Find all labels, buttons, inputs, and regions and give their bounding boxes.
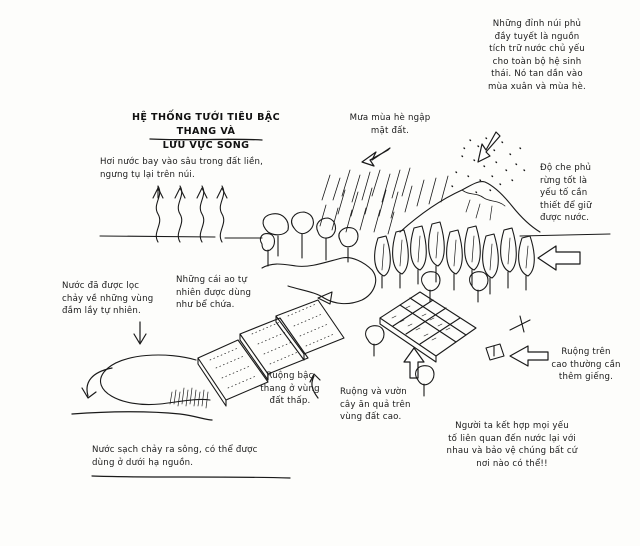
- label-terraces-line-3: đất thấp.: [269, 396, 311, 406]
- mountain: [399, 181, 541, 233]
- title-underline: [149, 138, 263, 141]
- river-marsh: [71, 354, 213, 421]
- label-evaporation-line-1: Hơi nước bay vào sâu trong đất liền,: [100, 157, 264, 167]
- label-clean-water-line-1: Nước sạch chảy ra sông, có thể được: [92, 445, 258, 455]
- label-combine-elements: Người ta kết hợp mọi yếu tố liên quan đế…: [420, 420, 604, 470]
- evaporation-arrows: [152, 185, 228, 243]
- label-snow-peaks-line-6: mùa xuân và mùa hè.: [488, 81, 586, 92]
- label-forest-cover-line-4: thiết để giữ: [540, 200, 592, 211]
- rain-lines: [319, 167, 449, 235]
- snow-dots: [451, 137, 526, 194]
- terrace-arrow: [309, 373, 321, 399]
- snow-arrow: [477, 131, 501, 163]
- label-terraces-line-1: Ruộng bậc: [266, 371, 314, 381]
- label-filtered-water-line-3: đầm lầy tự nhiên.: [62, 306, 141, 316]
- label-combine-elements-line-2: tố liên quan đến nước lại với: [448, 433, 576, 444]
- label-high-fields-wells: Ruộng trên cao thường cần thêm giếng.: [546, 346, 626, 384]
- horizon-lines: [99, 233, 611, 239]
- label-summer-rain-line-2: mặt đất.: [370, 125, 410, 136]
- label-forest-cover-line-2: rừng tốt là: [540, 175, 588, 186]
- label-filtered-water: Nước đã được lọc chảy về những vùng đầm …: [62, 280, 182, 318]
- label-evaporation-line-2: ngưng tụ lại trên núi.: [100, 169, 195, 180]
- label-high-fields-wells-line-2: cao thường cần: [551, 359, 621, 370]
- label-snow-peaks-line-4: cho toàn bộ hệ sinh: [492, 56, 582, 67]
- hill-trees: [259, 211, 377, 305]
- title-line-1: HỆ THỐNG TƯỚI TIÊU BẬC THANG VÀ: [131, 112, 281, 137]
- terrace-lower: [197, 339, 269, 401]
- terrace-upper: [275, 299, 345, 355]
- label-clean-water-line-2: dùng ở dưới hạ nguồn.: [92, 457, 194, 468]
- label-snow-peaks-line-5: thái. Nó tan dần vào: [491, 69, 583, 79]
- diagram-title: HỆ THỐNG TƯỚI TIÊU BẬC THANG VÀ LƯU VỰC …: [128, 111, 284, 153]
- label-forest-cover: Độ che phủ rừng tốt là yếu tố cần thiết …: [540, 162, 620, 225]
- rain-arrow: [361, 147, 391, 167]
- forest-arrow: [537, 245, 581, 271]
- label-snow-peaks: Những đỉnh núi phủ đầy tuyết là nguồn tí…: [472, 18, 602, 93]
- label-snow-peaks-line-1: Những đỉnh núi phủ: [492, 19, 582, 29]
- label-clean-water: Nước sạch chảy ra sông, có thể được dùng…: [92, 444, 302, 469]
- label-highland-fields-line-1: Ruộng và vườn: [340, 387, 407, 397]
- label-filtered-water-line-2: chảy về những vùng: [62, 293, 154, 304]
- label-summer-rain: Mưa mùa hè ngập mặt đất.: [340, 112, 440, 137]
- label-highland-fields-line-3: vùng đất cao.: [340, 412, 402, 422]
- clean-water-underline: [91, 475, 291, 479]
- label-evaporation: Hơi nước bay vào sâu trong đất liền, ngư…: [100, 156, 280, 181]
- label-combine-elements-line-3: nhau và bảo vệ chúng bất cứ: [446, 446, 578, 456]
- label-forest-cover-line-3: yếu tố cần: [540, 188, 588, 198]
- label-forest-cover-line-5: được nước.: [540, 213, 590, 223]
- label-ponds: Những cái ao tự nhiên được dùng như bể c…: [176, 274, 276, 312]
- terrace-middle: [239, 317, 309, 375]
- label-ponds-line-2: nhiên được dùng: [176, 287, 252, 298]
- forest: [374, 221, 535, 295]
- wells-arrow: [509, 345, 549, 367]
- label-forest-cover-line-1: Độ che phủ: [540, 163, 592, 173]
- well: [485, 315, 531, 361]
- title-line-2: LƯU VỰC SÔNG: [162, 140, 250, 151]
- arrows: [81, 131, 581, 399]
- label-snow-peaks-line-3: tích trữ nước chủ yếu: [489, 44, 585, 54]
- highland-field: [379, 291, 477, 363]
- label-filtered-water-line-1: Nước đã được lọc: [62, 281, 140, 291]
- small-trees: [365, 271, 489, 397]
- label-highland-fields: Ruộng và vườn cây ăn quả trên vùng đất c…: [340, 386, 440, 424]
- label-high-fields-wells-line-3: thêm giếng.: [558, 372, 614, 382]
- label-highland-fields-line-2: cây ăn quả trên: [340, 399, 411, 410]
- terraces: [197, 291, 345, 407]
- marsh-arrow: [133, 321, 147, 345]
- label-high-fields-wells-line-1: Ruộng trên: [561, 347, 611, 357]
- highland-arrow: [403, 347, 425, 379]
- label-ponds-line-1: Những cái ao tự: [176, 275, 248, 285]
- label-terraces-line-2: thang ở vùng: [260, 383, 320, 394]
- label-ponds-line-3: như bể chứa.: [176, 300, 235, 310]
- label-combine-elements-line-1: Người ta kết hợp mọi yếu: [455, 421, 569, 431]
- label-terraces: Ruộng bậc thang ở vùng đất thấp.: [250, 370, 330, 408]
- label-summer-rain-line-1: Mưa mùa hè ngập: [349, 113, 431, 123]
- label-combine-elements-line-4: nơi nào có thể!!: [476, 458, 548, 469]
- label-snow-peaks-line-2: đầy tuyết là nguồn: [494, 31, 580, 42]
